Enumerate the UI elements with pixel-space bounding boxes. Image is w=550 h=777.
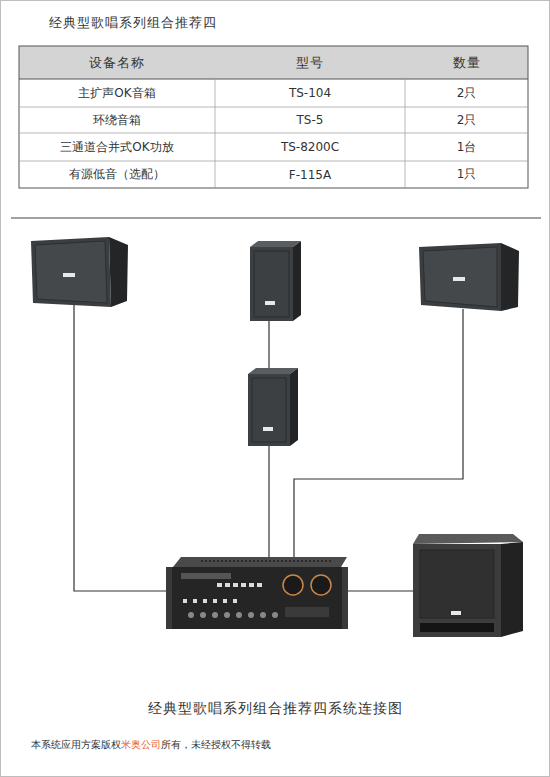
table-rule <box>19 133 528 134</box>
table-cell: F-115A <box>215 161 405 188</box>
subwoofer-wire <box>346 590 413 591</box>
main-speaker-side <box>501 243 519 311</box>
amplifier-small-knobs <box>188 612 278 618</box>
speaker-logo <box>453 277 465 281</box>
main-speaker-front <box>31 237 111 307</box>
table-cell: 环绕音箱 <box>19 107 215 133</box>
table-cell: 有源低音（选配） <box>19 161 215 188</box>
main-speaker-grille <box>423 247 497 307</box>
separator-line <box>11 218 541 219</box>
surround-speaker-top <box>248 368 298 374</box>
speaker-logo <box>263 427 273 431</box>
amplifier-panel <box>285 607 329 617</box>
table-cell: 2只 <box>405 79 528 107</box>
speaker-wire <box>268 446 269 557</box>
company-name: 米奥公司 <box>121 739 161 752</box>
surround-speaker-side <box>293 241 301 321</box>
table-cell: 主扩声OK音箱 <box>19 79 215 107</box>
surround-speaker-grille <box>252 378 286 442</box>
volume-knob <box>283 575 303 595</box>
main-speaker-grille <box>35 241 107 303</box>
speaker-wire <box>294 309 463 557</box>
amplifier-display <box>181 573 231 579</box>
table-cell: 三通道合并式OK功放 <box>19 133 215 161</box>
copyright-text: 本系统应用方案版权 <box>31 739 121 752</box>
table-cell: 2只 <box>405 107 528 133</box>
main-speaker-front <box>419 243 501 311</box>
speaker-wire <box>74 305 167 591</box>
rack-ear <box>166 567 172 629</box>
table-header: 设备名称 <box>19 46 215 79</box>
table-header-band <box>19 46 528 79</box>
surround-speaker-side <box>290 368 298 446</box>
table-rule <box>19 161 528 162</box>
speaker-logo <box>63 273 75 277</box>
amplifier-front <box>171 567 343 629</box>
page-title: 经典型歌唱系列组合推荐四 <box>49 14 217 32</box>
amplifier-top <box>173 557 347 567</box>
rack-ear <box>342 567 348 629</box>
table-rule <box>215 79 216 188</box>
table-cell: 1台 <box>405 133 528 161</box>
copyright-note: 本系统应用方案版权米奥公司所有，未经授权不得转载 <box>31 739 271 752</box>
speaker-logo <box>265 301 275 305</box>
surround-speaker-top <box>250 241 301 247</box>
table-rule <box>19 79 528 80</box>
table-frame <box>19 46 528 188</box>
subwoofer-front <box>413 544 501 637</box>
volume-knob <box>311 575 331 595</box>
table-header: 型号 <box>215 46 405 79</box>
subwoofer-grille <box>420 550 494 618</box>
main-speaker-side <box>109 237 128 307</box>
table-header: 数量 <box>405 46 528 79</box>
table-rule <box>405 79 406 188</box>
amplifier-buttons <box>183 583 262 603</box>
speaker-wire <box>268 321 269 368</box>
table-cell: 1只 <box>405 161 528 188</box>
diagram-caption: 经典型歌唱系列组合推荐四系统连接图 <box>1 700 549 718</box>
speaker-logo <box>451 611 461 615</box>
copyright-text: 所有，未经授权不得转载 <box>161 739 271 752</box>
amplifier-vents <box>201 560 331 562</box>
table-cell: TS-5 <box>215 107 405 133</box>
surround-speaker-front <box>248 374 290 446</box>
table-rule <box>19 107 528 108</box>
surround-speaker-grille <box>254 251 289 317</box>
table-cell: TS-8200C <box>215 133 405 161</box>
subwoofer-side <box>501 542 523 637</box>
surround-speaker-front <box>250 247 293 321</box>
subwoofer-top <box>413 534 523 544</box>
table-cell: TS-104 <box>215 79 405 107</box>
subwoofer-port <box>420 623 494 632</box>
